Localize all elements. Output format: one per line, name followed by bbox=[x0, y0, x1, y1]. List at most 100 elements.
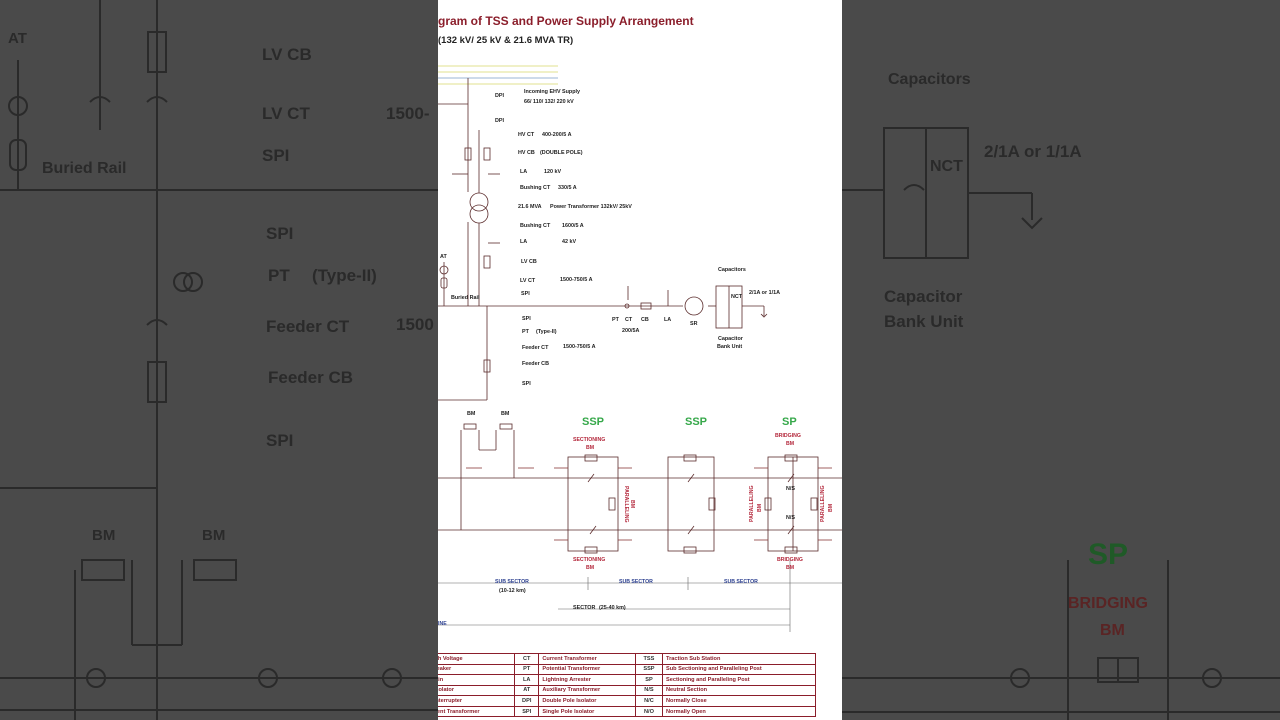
background-left-zoom: AT Buried Rail LV CB LV CT 1500- SPI SPI… bbox=[0, 0, 438, 720]
bg-bm1-label: BM bbox=[92, 527, 116, 544]
legend-description: l Current Transformer bbox=[438, 705, 516, 718]
legend-description: Single Pole Isolator bbox=[538, 705, 636, 718]
tss-lvct-rating: 1500-750/5 A bbox=[560, 277, 593, 283]
legend-abbreviation: PT bbox=[514, 663, 540, 676]
tss-spi3-label: SPI bbox=[522, 381, 531, 387]
ssp1-label: SSP bbox=[582, 416, 605, 428]
bg-bm2-label: BM bbox=[202, 527, 226, 544]
legend-description: Sectioning and Paralleling Post bbox=[662, 674, 816, 686]
bg-ratio-label: 2/1A or 1/1A bbox=[984, 142, 1082, 161]
capacitor-pt-label: PT bbox=[612, 317, 619, 323]
tss-la2-rating: 42 kV bbox=[562, 239, 577, 245]
bridging-bottom-bm: BM bbox=[786, 565, 795, 571]
legend-description: Neutral Section bbox=[662, 684, 816, 697]
bg-lvcb-label: LV CB bbox=[262, 45, 312, 64]
subsector2-label: SUB SECTOR bbox=[619, 579, 653, 585]
legend-abbreviation: N/S bbox=[634, 684, 664, 697]
tss-lvcb-label: LV CB bbox=[521, 259, 537, 265]
tss-hvct-rating: 400-200/5 A bbox=[542, 132, 572, 138]
tss-bushing2-rating: 1600/5 A bbox=[562, 223, 584, 229]
capacitor-ct-label: CT bbox=[625, 317, 633, 323]
legend-description: uit Breaker bbox=[438, 663, 516, 676]
page-subtitle: (132 kV/ 25 kV & 21.6 MVA TR) bbox=[438, 35, 574, 46]
tss-transformer-label: 21.6 MVA bbox=[518, 204, 542, 210]
tss-incoming-voltage: 66/ 110/ 132/ 220 kV bbox=[524, 99, 574, 105]
bg-spi2-label: SPI bbox=[266, 224, 294, 243]
section-bm1-label: BM bbox=[467, 411, 476, 417]
sector-distance: (25-40 km) bbox=[599, 605, 626, 611]
sectioning-bottom-label: SECTIONING bbox=[573, 557, 606, 563]
bg-feeder-ct-value: 1500 bbox=[396, 315, 434, 334]
sp-paralleling-left-bm: BM bbox=[757, 503, 763, 512]
sp-paralleling-right-bm: BM bbox=[828, 503, 834, 512]
tss-bushing1-label: Bushing CT bbox=[520, 185, 551, 191]
bg-bridging-label: BRIDGING bbox=[1068, 595, 1148, 612]
bg-lvct-value: 1500- bbox=[386, 104, 430, 123]
sp-paralleling-left-label: PARALLELING bbox=[749, 485, 755, 522]
bg-spi1-label: SPI bbox=[262, 146, 290, 165]
bg-feeder-cb-label: Feeder CB bbox=[268, 368, 354, 387]
tss-transformer-rating: Power Transformer 132kV/ 25kV bbox=[550, 204, 632, 210]
legend-abbreviation: N/C bbox=[634, 695, 664, 707]
capacitor-la-label: LA bbox=[664, 317, 672, 323]
ssp2-label: SSP bbox=[685, 416, 708, 428]
legend-abbreviation: SPI bbox=[514, 705, 540, 718]
sectioning-bottom-bm: BM bbox=[586, 565, 595, 571]
diagram-sheet: gram of TSS and Power Supply Arrangement… bbox=[438, 0, 842, 720]
tss-spi1-label: SPI bbox=[521, 291, 530, 297]
tss-feeder-ct-label: Feeder CT bbox=[522, 345, 549, 351]
tss-lvct-label: LV CT bbox=[520, 278, 536, 284]
subsector1-distance: (10-12 km) bbox=[499, 588, 526, 594]
tss-pt-label: PT bbox=[522, 329, 529, 335]
legend-abbreviation: CT bbox=[514, 653, 540, 665]
tss-dpi1-label: DPI bbox=[495, 93, 504, 99]
legend-abbreviation: N/O bbox=[634, 705, 664, 718]
bg-buried-rail-label: Buried Rail bbox=[42, 160, 127, 177]
section-bm2-label: BM bbox=[501, 411, 510, 417]
legend-description: Double Pole Isolator bbox=[538, 695, 636, 707]
tss-at-label: AT bbox=[440, 254, 447, 260]
diagram-lines bbox=[438, 65, 842, 632]
legend-abbreviation: DPI bbox=[514, 695, 540, 707]
page-title: gram of TSS and Power Supply Arrangement bbox=[438, 14, 694, 28]
legend-description: pler Interrupter bbox=[438, 695, 516, 707]
bg-sp-label: SP bbox=[1088, 538, 1129, 571]
capacitor-sr-label: SR bbox=[690, 321, 698, 327]
bridging-bottom-label: BRIDGING bbox=[777, 557, 803, 563]
tss-dpi2-label: DPI bbox=[495, 118, 504, 124]
capacitor-bank-label: Capacitor bbox=[718, 336, 743, 342]
legend-description: ra High Voltage bbox=[438, 653, 516, 665]
tss-hvcb-label: HV CB bbox=[518, 150, 535, 156]
legend-description: Normally Close bbox=[662, 695, 816, 707]
background-right-zoom: Capacitors NCT 2/1A or 1/1A Capacitor Ba… bbox=[842, 0, 1280, 720]
legend-description: Potential Transformer bbox=[538, 663, 636, 676]
bg-bank1-label: Capacitor bbox=[884, 287, 963, 306]
tss-pt-type: (Type-II) bbox=[536, 329, 557, 335]
tss-bushing1-rating: 330/5 A bbox=[558, 185, 577, 191]
legend-row: ng MainLALightning ArresterSPSectioning … bbox=[438, 674, 816, 686]
legend-description: Normally Open bbox=[662, 705, 816, 718]
subsector3-label: SUB SECTOR bbox=[724, 579, 758, 585]
legend-abbreviation: SSP bbox=[634, 663, 664, 676]
ssp-paralleling-bm: BM bbox=[629, 500, 635, 509]
legend-description: Current Transformer bbox=[538, 653, 636, 665]
bg-spi3-label: SPI bbox=[266, 431, 294, 450]
bg-at-label: AT bbox=[8, 30, 27, 47]
capacitor-nct-label: NCT bbox=[731, 294, 743, 300]
legend-abbreviation: AT bbox=[514, 684, 540, 697]
legend-description: Sub Sectioning and Paralleling Post bbox=[662, 663, 816, 676]
neutral-section-1: N/S bbox=[786, 486, 795, 492]
legend-description: Auxiliary Transformer bbox=[538, 684, 636, 697]
tss-la1-label: LA bbox=[520, 169, 528, 175]
tss-hvct-label: HV CT bbox=[518, 132, 535, 138]
tss-buried-rail-label: Buried Rail bbox=[451, 295, 480, 301]
legend-description: Traction Sub Station bbox=[662, 653, 816, 665]
legend-description: Lightning Arrester bbox=[538, 674, 636, 686]
bg-capacitors-label: Capacitors bbox=[888, 71, 971, 88]
line-label: INE bbox=[438, 621, 447, 627]
legend-abbreviation: TSS bbox=[634, 653, 664, 665]
background-left-lines bbox=[0, 0, 438, 720]
